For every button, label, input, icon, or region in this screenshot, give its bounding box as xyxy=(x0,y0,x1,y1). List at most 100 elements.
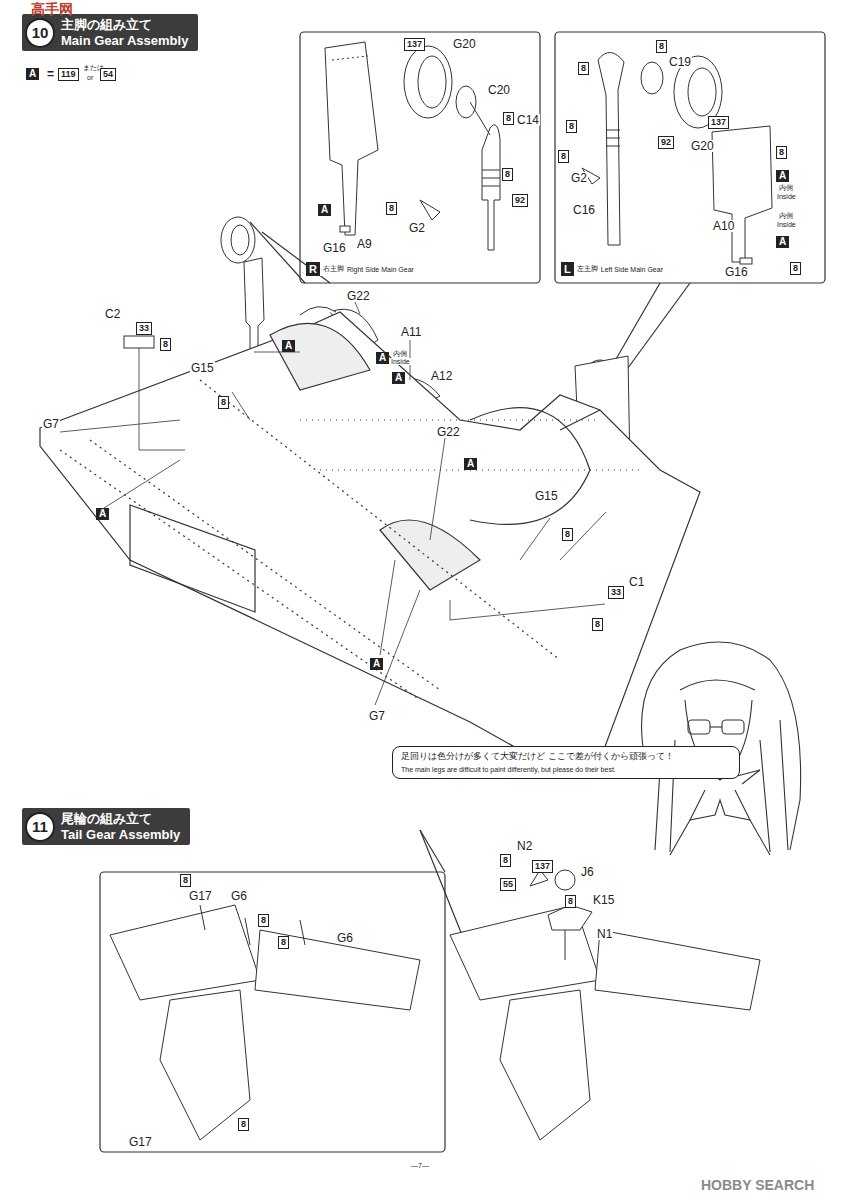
paint-code: 8 xyxy=(258,914,269,927)
step-title: 尾輪の組み立てTail Gear Assembly xyxy=(61,811,180,842)
paint-code: 54 xyxy=(100,68,116,81)
leader-line xyxy=(139,348,185,450)
note-text: Inside xyxy=(776,221,797,228)
right-gear-detail xyxy=(404,46,452,118)
panel-frame xyxy=(300,32,540,283)
character-illustration xyxy=(690,790,750,820)
paint-code: 8 xyxy=(500,854,511,867)
part-number: J6 xyxy=(580,866,595,878)
right-gear-detail xyxy=(332,56,368,60)
part-number: C2 xyxy=(104,308,121,320)
note-text: Inside xyxy=(776,193,797,200)
character-illustration xyxy=(655,720,788,852)
right-gear-detail xyxy=(325,42,378,235)
character-illustration xyxy=(688,720,710,734)
step-title-line: 主脚の組み立て xyxy=(61,17,188,33)
wing-and-fuselage xyxy=(60,380,560,700)
character-illustration xyxy=(710,726,722,727)
part-number: G7 xyxy=(368,710,386,722)
part-number: G20 xyxy=(452,38,477,50)
left-gear-detail xyxy=(582,52,772,264)
tail-gear xyxy=(110,870,760,1140)
side-tag: R右主脚Right Side Main Gear xyxy=(306,262,417,276)
speech-text: 足回りは色分けが多くて大変だけど ここで差が付くから頑張って！ xyxy=(401,751,731,763)
paint-code: 8 xyxy=(180,874,191,887)
leader-line xyxy=(380,560,395,655)
tail-gear xyxy=(565,930,566,960)
side-letter: R xyxy=(306,262,320,276)
paint-code: 8 xyxy=(578,62,589,75)
paint-code: 8 xyxy=(503,112,514,125)
note-text: 内側 xyxy=(778,184,794,191)
main-gear-parts xyxy=(244,258,264,352)
part-number: G15 xyxy=(190,362,215,374)
side-name: Right Side Main Gear xyxy=(347,266,414,273)
right-gear-detail xyxy=(456,86,476,118)
note-text: —7— xyxy=(410,1162,430,1169)
paint-code: 137 xyxy=(404,38,425,51)
part-number: C16 xyxy=(572,204,596,216)
glue-mark: A xyxy=(376,352,389,364)
glue-mark: A xyxy=(392,372,405,384)
note-text: or xyxy=(86,74,94,81)
paint-code: 92 xyxy=(512,194,528,207)
right-gear-detail xyxy=(482,125,500,250)
paint-code: 119 xyxy=(58,68,79,81)
tail-gear xyxy=(595,930,760,1010)
glue-mark: A xyxy=(318,204,331,216)
paint-code: 8 xyxy=(218,396,229,409)
part-number: N1 xyxy=(596,928,613,940)
left-gear-detail xyxy=(688,68,716,116)
panel-frame xyxy=(100,872,445,1152)
main-gear-parts xyxy=(221,217,255,263)
part-number: G2 xyxy=(570,172,588,184)
paint-code: 8 xyxy=(558,150,569,163)
glue-mark: A xyxy=(776,236,789,248)
part-number: G16 xyxy=(322,242,347,254)
note-text: 内側 xyxy=(392,350,408,357)
side-name: Left Side Main Gear xyxy=(601,266,663,273)
character-illustration xyxy=(722,720,744,734)
wing-and-fuselage xyxy=(40,312,700,764)
step-header: 10主脚の組み立てMain Gear Assembly xyxy=(22,14,198,51)
part-number: A12 xyxy=(430,370,453,382)
panel-frame xyxy=(420,830,445,872)
paint-code: 8 xyxy=(502,168,513,181)
wing-and-fuselage xyxy=(270,323,370,390)
part-number: G6 xyxy=(336,932,354,944)
part-number: G7 xyxy=(42,418,60,430)
leader-line xyxy=(232,392,250,420)
right-gear-detail xyxy=(418,56,446,108)
part-number: N2 xyxy=(516,840,533,852)
note-text: 内側 xyxy=(778,212,794,219)
glue-mark: A xyxy=(96,508,109,520)
leader-line xyxy=(430,438,445,540)
paint-code: 8 xyxy=(386,202,397,215)
step-title-line: Tail Gear Assembly xyxy=(61,827,180,843)
note-text: Inside xyxy=(390,358,411,365)
step-header: 11尾輪の組み立てTail Gear Assembly xyxy=(22,808,190,845)
wing-and-fuselage xyxy=(40,312,700,764)
symbol: = xyxy=(46,68,55,80)
tail-gear xyxy=(255,930,420,1010)
side-name: 左主脚 xyxy=(577,264,598,274)
wing-and-fuselage xyxy=(380,520,480,590)
wing-and-fuselage xyxy=(300,420,640,470)
left-gear-detail xyxy=(606,130,620,146)
part-number: C19 xyxy=(668,56,692,68)
watermark: 高手网 xyxy=(30,2,74,16)
paint-code: 55 xyxy=(500,878,516,891)
paint-code: 8 xyxy=(790,262,801,275)
paint-code: 33 xyxy=(608,586,624,599)
glue-mark: A xyxy=(464,458,477,470)
main-gear-parts xyxy=(124,336,154,348)
right-gear-detail xyxy=(420,200,440,220)
step-title: 主脚の組み立てMain Gear Assembly xyxy=(61,17,188,48)
part-number: G6 xyxy=(230,890,248,902)
paint-code: 92 xyxy=(658,136,674,149)
panel-frame xyxy=(262,232,330,283)
watermark: HOBBY SEARCH xyxy=(700,1178,815,1192)
tail-gear xyxy=(548,905,592,930)
tail-gear xyxy=(200,905,305,945)
